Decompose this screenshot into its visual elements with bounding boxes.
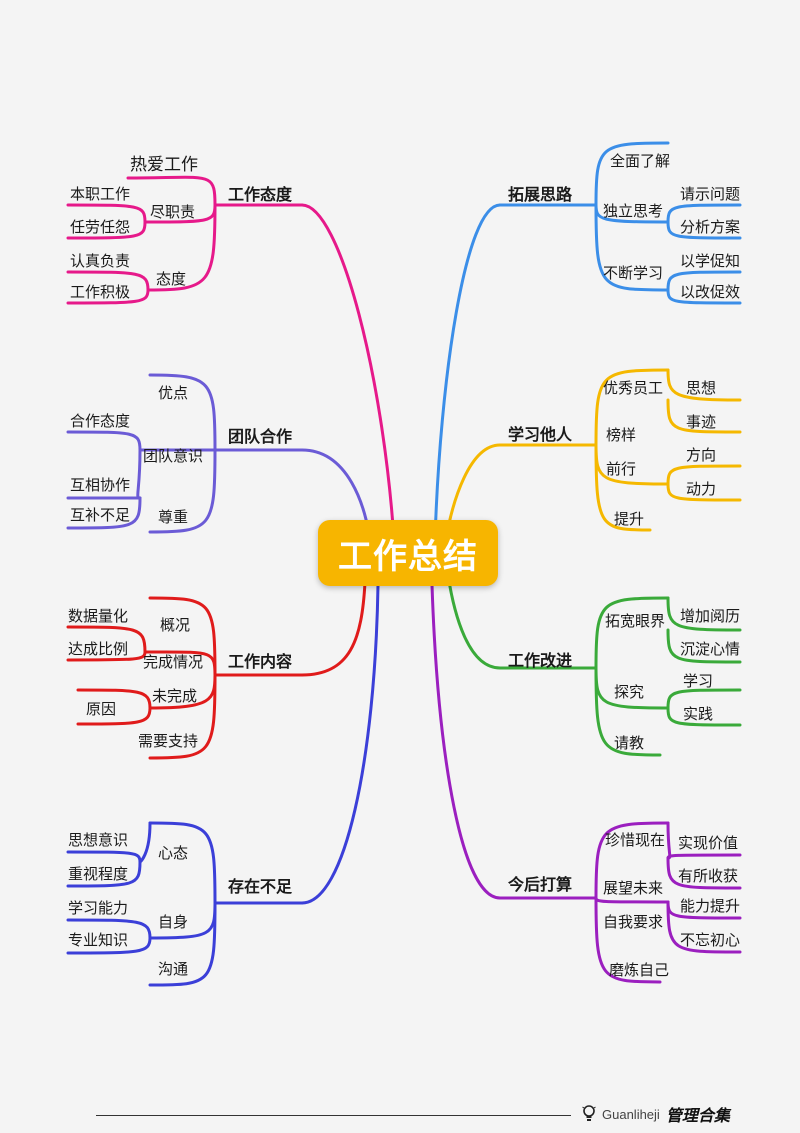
improve-leaf-3: 学习 [683, 672, 713, 690]
learning-item-1: 优秀员工 [603, 379, 663, 397]
branch-attitude-title: 工作态度 [228, 185, 293, 204]
center-topic: 工作总结 [318, 520, 498, 586]
content-item-3: 未完成 [152, 687, 197, 705]
branch-future-lines [430, 583, 742, 984]
footer-brand: Guanliheji 管理合集 [582, 1102, 730, 1126]
branch-shortage-lines [66, 583, 380, 987]
learning-item-2: 榜样 [606, 426, 636, 444]
future-leaf-4: 不忘初心 [680, 931, 740, 949]
attitude-item-3: 态度 [156, 270, 186, 288]
content-leaf-2: 达成比例 [68, 640, 128, 658]
learning-item-3: 前行 [606, 460, 636, 478]
branch-thinking-title: 拓展思路 [508, 185, 573, 204]
attitude-item-2: 尽职责 [150, 203, 195, 221]
attitude-leaf-4: 工作积极 [70, 283, 130, 301]
content-item-1: 概况 [160, 616, 190, 634]
team-leaf-2: 互相协作 [70, 476, 130, 494]
improve-item-3: 请教 [614, 734, 644, 752]
branch-learning-title: 学习他人 [508, 425, 573, 444]
attitude-leaf-2: 任劳任怨 [70, 218, 130, 236]
branch-learning-lines [443, 368, 742, 547]
shortage-leaf-3: 学习能力 [68, 899, 128, 917]
future-leaf-1: 实现价值 [678, 834, 738, 852]
shortage-item-2: 自身 [158, 913, 188, 931]
future-item-1: 珍惜现在 [605, 831, 665, 849]
thinking-leaf-2: 分析方案 [680, 218, 740, 236]
footer-divider [96, 1115, 571, 1116]
attitude-leaf-1: 本职工作 [70, 185, 130, 203]
thinking-item-2: 独立思考 [603, 202, 663, 220]
shortage-leaf-1: 思想意识 [68, 831, 128, 849]
shortage-leaf-4: 专业知识 [68, 931, 128, 949]
lightbulb-icon [582, 1105, 596, 1121]
thinking-item-3: 不断学习 [603, 264, 663, 282]
learning-leaf-2: 事迹 [686, 413, 716, 431]
team-item-3: 尊重 [158, 508, 188, 526]
future-leaf-3: 能力提升 [680, 897, 740, 915]
thinking-item-1: 全面了解 [610, 152, 670, 170]
attitude-item-1: 热爱工作 [130, 155, 198, 175]
improve-leaf-2: 沉淀心情 [680, 640, 740, 658]
shortage-item-3: 沟通 [158, 960, 188, 978]
brand-chinese: 管理合集 [665, 1106, 730, 1125]
team-item-1: 优点 [158, 384, 188, 402]
future-item-4: 磨炼自己 [609, 961, 669, 979]
team-item-2: 团队意识 [143, 447, 203, 465]
center-title: 工作总结 [338, 536, 478, 577]
learning-leaf-1: 思想 [686, 379, 716, 397]
improve-item-2: 探究 [614, 683, 644, 701]
branch-shortage-title: 存在不足 [228, 877, 293, 896]
branch-team-lines [66, 373, 374, 562]
branch-content-lines [66, 580, 367, 760]
content-leaf-1: 数据量化 [68, 607, 128, 625]
future-leaf-2: 有所收获 [678, 867, 738, 885]
learning-leaf-4: 动力 [686, 480, 716, 498]
thinking-leaf-4: 以改促效 [680, 283, 740, 301]
thinking-leaf-1: 请示问题 [680, 185, 740, 203]
branch-attitude-lines [66, 175, 397, 557]
branch-improve-lines [446, 573, 742, 757]
content-leaf-3: 原因 [86, 700, 116, 718]
future-item-2: 展望未来 [603, 879, 663, 897]
thinking-leaf-3: 以学促知 [680, 252, 740, 270]
improve-leaf-1: 增加阅历 [680, 607, 740, 625]
branch-thinking-lines [433, 141, 742, 542]
branch-team-title: 团队合作 [228, 427, 292, 446]
brand-latin: Guanliheji [602, 1106, 660, 1122]
team-leaf-1: 合作态度 [70, 412, 130, 430]
future-item-3: 自我要求 [603, 913, 663, 931]
attitude-leaf-3: 认真负责 [70, 252, 130, 270]
learning-leaf-3: 方向 [686, 446, 716, 464]
improve-leaf-4: 实践 [683, 705, 713, 723]
shortage-item-1: 心态 [158, 844, 188, 862]
improve-item-1: 拓宽眼界 [605, 612, 665, 630]
team-leaf-3: 互补不足 [70, 506, 130, 524]
branch-future-title: 今后打算 [507, 875, 572, 894]
learning-item-4: 提升 [614, 510, 644, 528]
branch-content-title: 工作内容 [228, 652, 292, 671]
content-item-4: 需要支持 [138, 732, 198, 750]
shortage-leaf-2: 重视程度 [68, 865, 128, 883]
branch-improve-title: 工作改进 [508, 651, 572, 670]
content-item-2: 完成情况 [143, 653, 203, 671]
